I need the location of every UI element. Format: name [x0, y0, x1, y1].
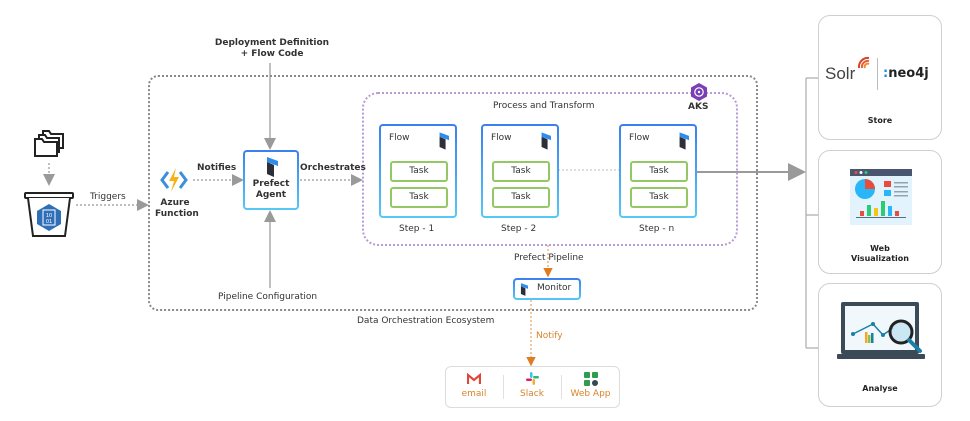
- step-label: Step - 1: [399, 224, 435, 234]
- notify-label: Notify: [536, 331, 563, 341]
- divider: [503, 375, 504, 399]
- triggers-label: Triggers: [90, 192, 126, 202]
- slack-icon: [526, 372, 539, 385]
- monitor-node[interactable]: Monitor: [513, 278, 581, 300]
- notification-channels: email Slack Web App: [445, 366, 620, 408]
- solr-sun-icon: [857, 56, 870, 69]
- flow-title: Flow: [389, 133, 410, 143]
- task-box[interactable]: Task: [390, 187, 448, 208]
- data-orchestration-ecosystem-box: [148, 75, 758, 311]
- dashboard-icon: [850, 169, 912, 225]
- prefect-pipeline-label: Prefect Pipeline: [514, 253, 584, 263]
- process-transform-box: [362, 92, 738, 246]
- prefect-agent-label: Prefect Agent: [245, 179, 297, 201]
- notifies-label: Notifies: [197, 163, 237, 173]
- flow-title: Flow: [629, 133, 650, 143]
- aks-label: AKS: [688, 102, 709, 112]
- task-box[interactable]: Task: [390, 161, 448, 182]
- prefect-agent-node[interactable]: Prefect Agent: [243, 150, 299, 210]
- divider: [561, 375, 562, 399]
- orchestrates-label: Orchestrates: [300, 163, 366, 173]
- prefect-logo-icon: [264, 157, 278, 177]
- neo4j-text: neo4j: [888, 66, 929, 81]
- prefect-logo-icon: [520, 283, 528, 296]
- output-card-web-visualization[interactable]: Web Visualization: [818, 150, 942, 274]
- azure-label-line1: Azure: [160, 198, 190, 208]
- process-title: Process and Transform: [493, 101, 595, 111]
- deployment-line2: + Flow Code: [240, 49, 304, 59]
- azure-function-label: Azure Function: [155, 198, 199, 220]
- deployment-definition-label: Deployment Definition + Flow Code: [212, 38, 332, 60]
- output-label: Store: [867, 116, 893, 125]
- output-card-store[interactable]: Solr :neo4j Store: [818, 15, 942, 140]
- web-app-icon: [584, 372, 598, 386]
- ecosystem-label: Data Orchestration Ecosystem: [357, 316, 495, 326]
- notify-item-label: Slack: [520, 389, 544, 399]
- azure-function-icon: [160, 167, 188, 193]
- prefect-logo-icon: [541, 132, 551, 150]
- output-label: Analyse: [862, 384, 898, 393]
- gmail-icon: [467, 373, 481, 384]
- analytics-magnifier-icon: [837, 302, 925, 359]
- task-box[interactable]: Task: [630, 161, 688, 182]
- output-label: Web Visualization: [819, 244, 941, 264]
- step-label: Step - n: [639, 224, 675, 234]
- monitor-label: Monitor: [537, 283, 572, 293]
- kubernetes-icon: [690, 83, 708, 101]
- azure-label-line2: Function: [155, 209, 199, 219]
- task-box[interactable]: Task: [630, 187, 688, 208]
- output-label-line1: Web: [870, 244, 890, 253]
- logo-divider: [877, 58, 878, 90]
- neo4j-logo: :neo4j: [883, 66, 929, 81]
- notify-item-label: Web App: [570, 389, 611, 399]
- task-box[interactable]: Task: [492, 161, 550, 182]
- flow-step-n[interactable]: Flow Task Task: [619, 124, 697, 218]
- folders-icon: [33, 128, 67, 158]
- flow-title: Flow: [491, 133, 512, 143]
- notify-item-slack[interactable]: Slack: [504, 367, 560, 407]
- prefect-logo-icon: [679, 132, 689, 150]
- storage-bucket-icon: 10 01: [24, 191, 74, 239]
- solr-text: Solr: [825, 64, 856, 83]
- pipeline-configuration-label: Pipeline Configuration: [218, 292, 318, 302]
- solr-logo: Solr: [825, 64, 855, 84]
- deployment-line1: Deployment Definition: [214, 38, 330, 48]
- flow-step-2[interactable]: Flow Task Task: [481, 124, 559, 218]
- output-arrowhead: [788, 163, 806, 181]
- agent-label-line2: Agent: [255, 190, 287, 200]
- output-label-line2: Visualization: [851, 254, 909, 263]
- flow-step-1[interactable]: Flow Task Task: [379, 124, 457, 218]
- svg-text:10: 10: [46, 213, 52, 219]
- notify-item-email[interactable]: email: [446, 367, 502, 407]
- output-card-analyse[interactable]: Analyse: [818, 283, 942, 407]
- agent-label-line1: Prefect: [252, 179, 290, 189]
- task-box[interactable]: Task: [492, 187, 550, 208]
- notify-item-label: email: [461, 389, 487, 399]
- notify-item-web-app[interactable]: Web App: [562, 367, 619, 407]
- step-label: Step - 2: [501, 224, 537, 234]
- svg-text:01: 01: [46, 219, 52, 225]
- prefect-logo-icon: [439, 132, 449, 150]
